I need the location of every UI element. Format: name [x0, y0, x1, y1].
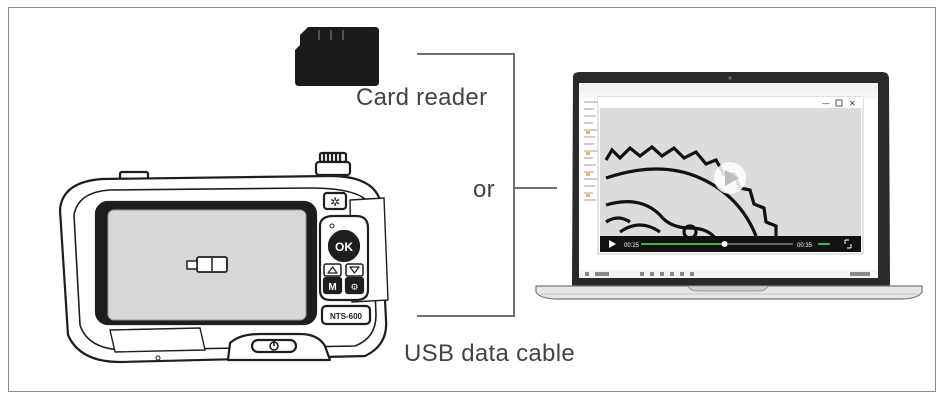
ok-button	[327, 229, 361, 263]
inspection-camera-device: ✲ OK M ⚙ NTS-600	[58, 151, 389, 364]
laptop: — ✕ 00:25 00:35	[535, 72, 923, 300]
sprocket-illustration	[604, 144, 778, 243]
card-reader-label: Card reader	[356, 84, 488, 111]
svg-text:⚙: ⚙	[350, 283, 358, 293]
fullscreen-icon	[844, 239, 852, 249]
bracket-line	[417, 53, 515, 317]
svg-text:✕: ✕	[849, 99, 856, 108]
svg-text:OK: OK	[335, 240, 353, 254]
connector-lines	[417, 53, 557, 317]
focus-knob	[314, 151, 352, 177]
sd-card-icon	[295, 27, 379, 86]
diagram-frame	[8, 7, 936, 392]
total-time: 00:35	[797, 243, 813, 249]
play-icon	[609, 240, 616, 248]
volume-bar	[818, 243, 830, 245]
progress-knob	[721, 241, 728, 247]
svg-text:M: M	[328, 282, 336, 293]
or-label: or	[473, 176, 495, 203]
svg-text:NTS-600: NTS-600	[330, 312, 363, 321]
elapsed-time: 00:25	[624, 243, 640, 249]
progress-fill	[641, 243, 725, 245]
usb-cable-label: USB data cable	[404, 340, 575, 367]
svg-text:✲: ✲	[330, 195, 340, 209]
svg-text:—: —	[822, 99, 830, 108]
